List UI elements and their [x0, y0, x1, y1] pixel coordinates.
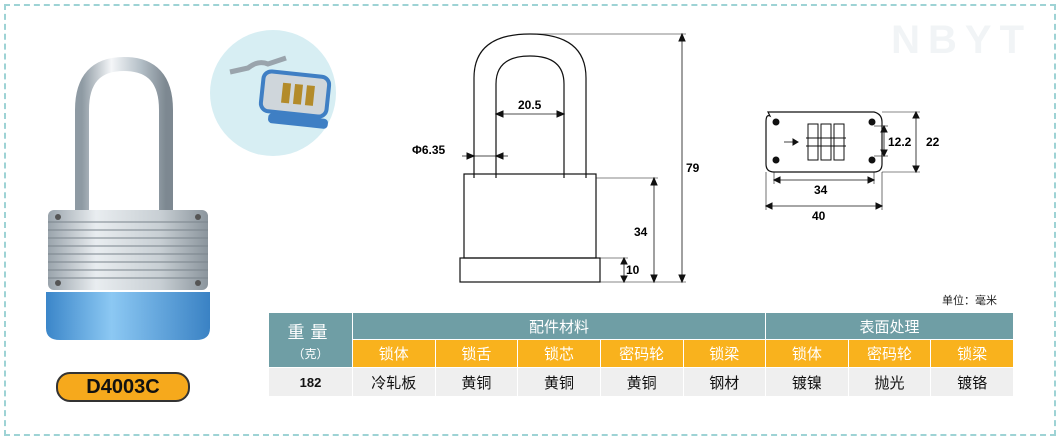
- sub-header: 锁体: [765, 339, 849, 368]
- table-cell: 抛光: [847, 367, 932, 397]
- dim-bottom-height: 10: [626, 263, 640, 277]
- blue-bottom-cover: [46, 292, 210, 340]
- dim-body-depth: 22: [926, 135, 940, 149]
- table-cell: 钢材: [682, 367, 767, 397]
- sub-header: 锁梁: [682, 339, 767, 368]
- drawing-shackle-inner: [495, 55, 565, 178]
- table-cell: 黄铜: [599, 367, 684, 397]
- weight-header-label: 重量: [287, 323, 334, 343]
- brand-watermark: NBYT: [891, 18, 1032, 62]
- dim-shackle-width: 20.5: [518, 98, 542, 112]
- weight-unit-label: （克）: [292, 347, 329, 361]
- table-cell: 镀铬: [930, 367, 1014, 397]
- table-cell: 镀镍: [765, 367, 849, 397]
- parts-material-header: 配件材料: [351, 312, 767, 340]
- shackle: [75, 56, 173, 218]
- sub-header: 锁舌: [434, 339, 519, 368]
- weight-value: 182: [268, 367, 353, 397]
- sub-header: 锁体: [352, 339, 436, 368]
- weight-header: 重量 （克）: [268, 312, 353, 368]
- table-cell: 黄铜: [517, 367, 601, 397]
- dim-dial-width: 34: [814, 183, 828, 197]
- table-row: 182 冷轧板 黄铜 黄铜 黄铜 钢材 镀镍 抛光 镀铬: [268, 367, 1014, 397]
- table-cell: 黄铜: [434, 367, 519, 397]
- page-frame: [4, 4, 1056, 436]
- sub-header: 锁芯: [517, 339, 601, 368]
- dial-inset-image: [210, 30, 336, 156]
- table-cell: 冷轧板: [352, 367, 436, 397]
- unit-label: 单位：毫米: [942, 294, 997, 307]
- dim-total-height: 79: [686, 161, 700, 175]
- sub-header: 密码轮: [847, 339, 932, 368]
- top-dimension-labels: 12.2 22 34 40: [812, 135, 940, 223]
- spec-table: 重量 （克） 配件材料 表面处理 锁体 锁舌 锁芯 密码轮 锁梁 锁体 密码轮 …: [268, 312, 1014, 397]
- dim-base-width: 40: [812, 209, 826, 223]
- dim-shackle-diameter: Φ6.35: [412, 143, 446, 157]
- drawing-bottom: [459, 257, 601, 283]
- top-dimension-drawing: [764, 110, 920, 210]
- dim-dial-height: 12.2: [888, 135, 912, 149]
- surface-treatment-header: 表面处理: [765, 312, 1014, 340]
- front-dimension-drawing: [459, 32, 686, 284]
- drawing-shackle-outer: [473, 33, 587, 178]
- sub-header: 密码轮: [599, 339, 684, 368]
- laminated-body: [48, 210, 208, 290]
- model-badge: D4003C: [56, 372, 190, 402]
- dim-body-height: 34: [634, 225, 648, 239]
- front-dimension-labels: 20.5 Φ6.35 79 34 10: [412, 98, 700, 277]
- sub-header: 锁梁: [930, 339, 1014, 368]
- padlock-illustration: [46, 56, 210, 340]
